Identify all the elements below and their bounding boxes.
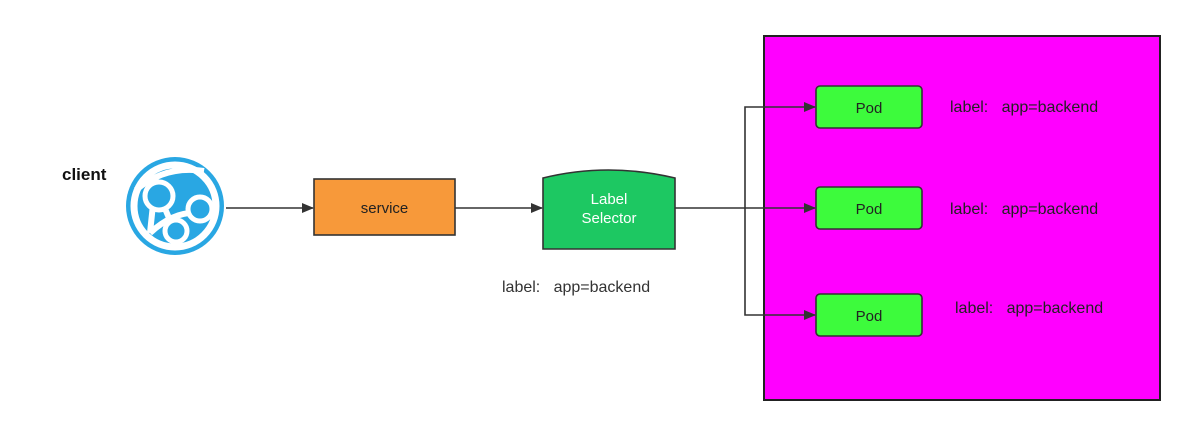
label-selector-line2: Selector xyxy=(581,210,636,227)
pod-box-2 xyxy=(815,186,923,230)
service-label: service xyxy=(361,200,409,217)
selector-label-text: label: app=backend xyxy=(502,279,650,296)
globe-network-icon xyxy=(126,157,224,255)
connector-to-pod-3 xyxy=(744,208,816,320)
pod-box-3 xyxy=(815,293,923,337)
pod-label-2: Pod xyxy=(856,201,883,218)
client-label: client xyxy=(62,165,107,184)
label-selector-shape xyxy=(542,169,676,250)
pod-box-1 xyxy=(815,85,923,129)
pod-selector-label-2: label: app=backend xyxy=(950,201,1098,218)
pod-selector-label-3: label: app=backend xyxy=(955,300,1103,317)
label-selector-line1: Label xyxy=(591,191,628,208)
connector-to-pod-1 xyxy=(744,102,816,208)
pod-label-3: Pod xyxy=(856,308,883,325)
pod-selector-label-1: label: app=backend xyxy=(950,99,1098,116)
service-box xyxy=(313,178,456,236)
pod-label-1: Pod xyxy=(856,100,883,117)
